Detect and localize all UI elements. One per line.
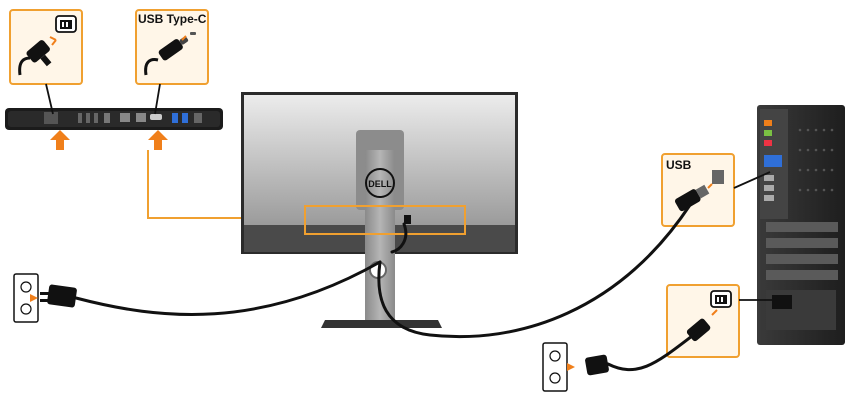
- power-port: [44, 112, 58, 124]
- iec-socket-icon: [711, 291, 731, 307]
- pc-power-port: [772, 295, 792, 309]
- monitor-power-cable: [76, 262, 380, 314]
- power-plug-icon: [585, 354, 610, 376]
- label-usb: USB: [666, 158, 691, 172]
- arrow-icon: [50, 130, 70, 150]
- usb-type-c-port: [150, 114, 162, 120]
- power-plug-icon: [40, 284, 77, 308]
- label-usb-type-c: USB Type-C: [138, 12, 206, 26]
- arrow-icon: [567, 363, 575, 371]
- monitor-io-panel: [5, 108, 223, 130]
- wall-outlet-icon: [543, 343, 567, 391]
- pc-tower: [757, 105, 845, 345]
- callout-monitor-power: [10, 10, 82, 84]
- arrow-icon: [148, 130, 168, 150]
- iec-socket-icon: [56, 16, 76, 32]
- dell-logo-text: DELL: [368, 179, 392, 189]
- usb-port-icon: [712, 170, 724, 184]
